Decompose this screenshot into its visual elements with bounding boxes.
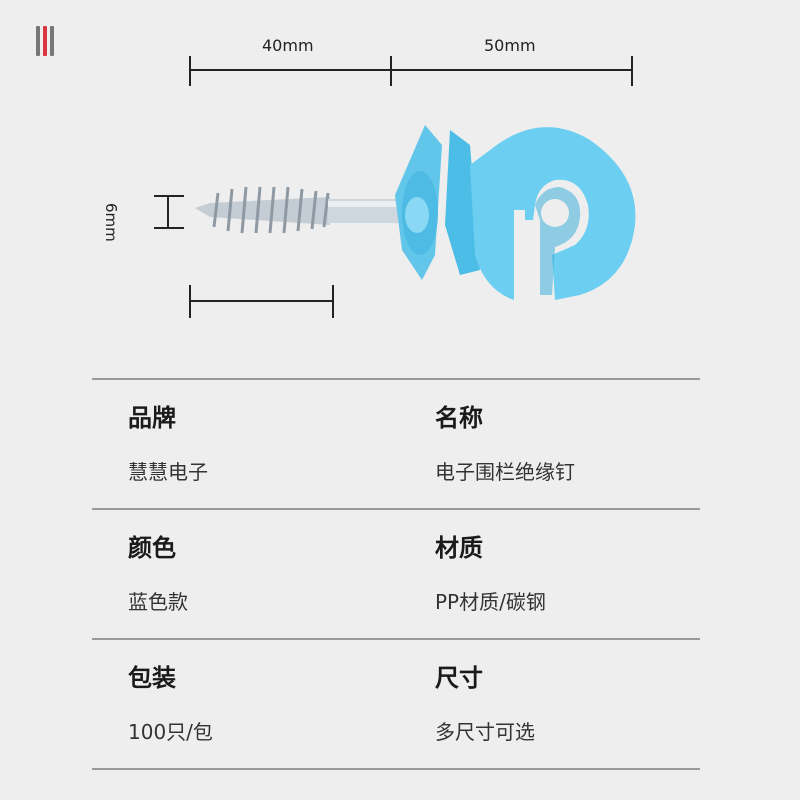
spec-value: PP材质/碳钢 [435,590,546,614]
spec-value: 蓝色款 [128,590,188,614]
spec-cell-packaging: 包装 100只/包 [128,640,408,768]
spec-row: 包装 100只/包 尺寸 多尺寸可选 [92,638,700,770]
spec-label: 尺寸 [435,664,483,692]
spec-cell-brand: 品牌 慧慧电子 [128,380,408,508]
spec-label: 材质 [435,534,483,562]
dimension-line-40mm [190,69,391,71]
spec-value: 慧慧电子 [128,460,208,484]
dimension-line-screw [190,300,333,302]
spec-row: 品牌 慧慧电子 名称 电子围栏绝缘钉 [92,378,700,508]
spec-row: 颜色 蓝色款 材质 PP材质/碳钢 [92,508,700,638]
dimension-label-40mm: 40mm [262,36,314,55]
dimension-label-50mm: 50mm [484,36,536,55]
spec-cell-color: 颜色 蓝色款 [128,510,408,638]
spec-table: 品牌 慧慧电子 名称 电子围栏绝缘钉 颜色 蓝色款 材质 PP材质/碳钢 包装 … [92,378,700,770]
spec-value: 100只/包 [128,720,213,744]
spec-value: 电子围栏绝缘钉 [435,460,575,484]
dimension-label-6mm: 6mm [102,203,120,242]
dimension-line-6mm [167,195,169,228]
spec-label: 品牌 [128,404,176,432]
spec-label: 名称 [435,404,483,432]
spec-value: 多尺寸可选 [435,720,535,744]
spec-cell-name: 名称 电子围栏绝缘钉 [435,380,715,508]
spec-cell-material: 材质 PP材质/碳钢 [435,510,715,638]
spec-cell-size: 尺寸 多尺寸可选 [435,640,715,768]
dimension-line-50mm [392,69,632,71]
insulator-screw-image [195,125,636,300]
spec-label: 颜色 [128,534,176,562]
brand-logo-icon [36,26,56,58]
spec-label: 包装 [128,664,176,692]
